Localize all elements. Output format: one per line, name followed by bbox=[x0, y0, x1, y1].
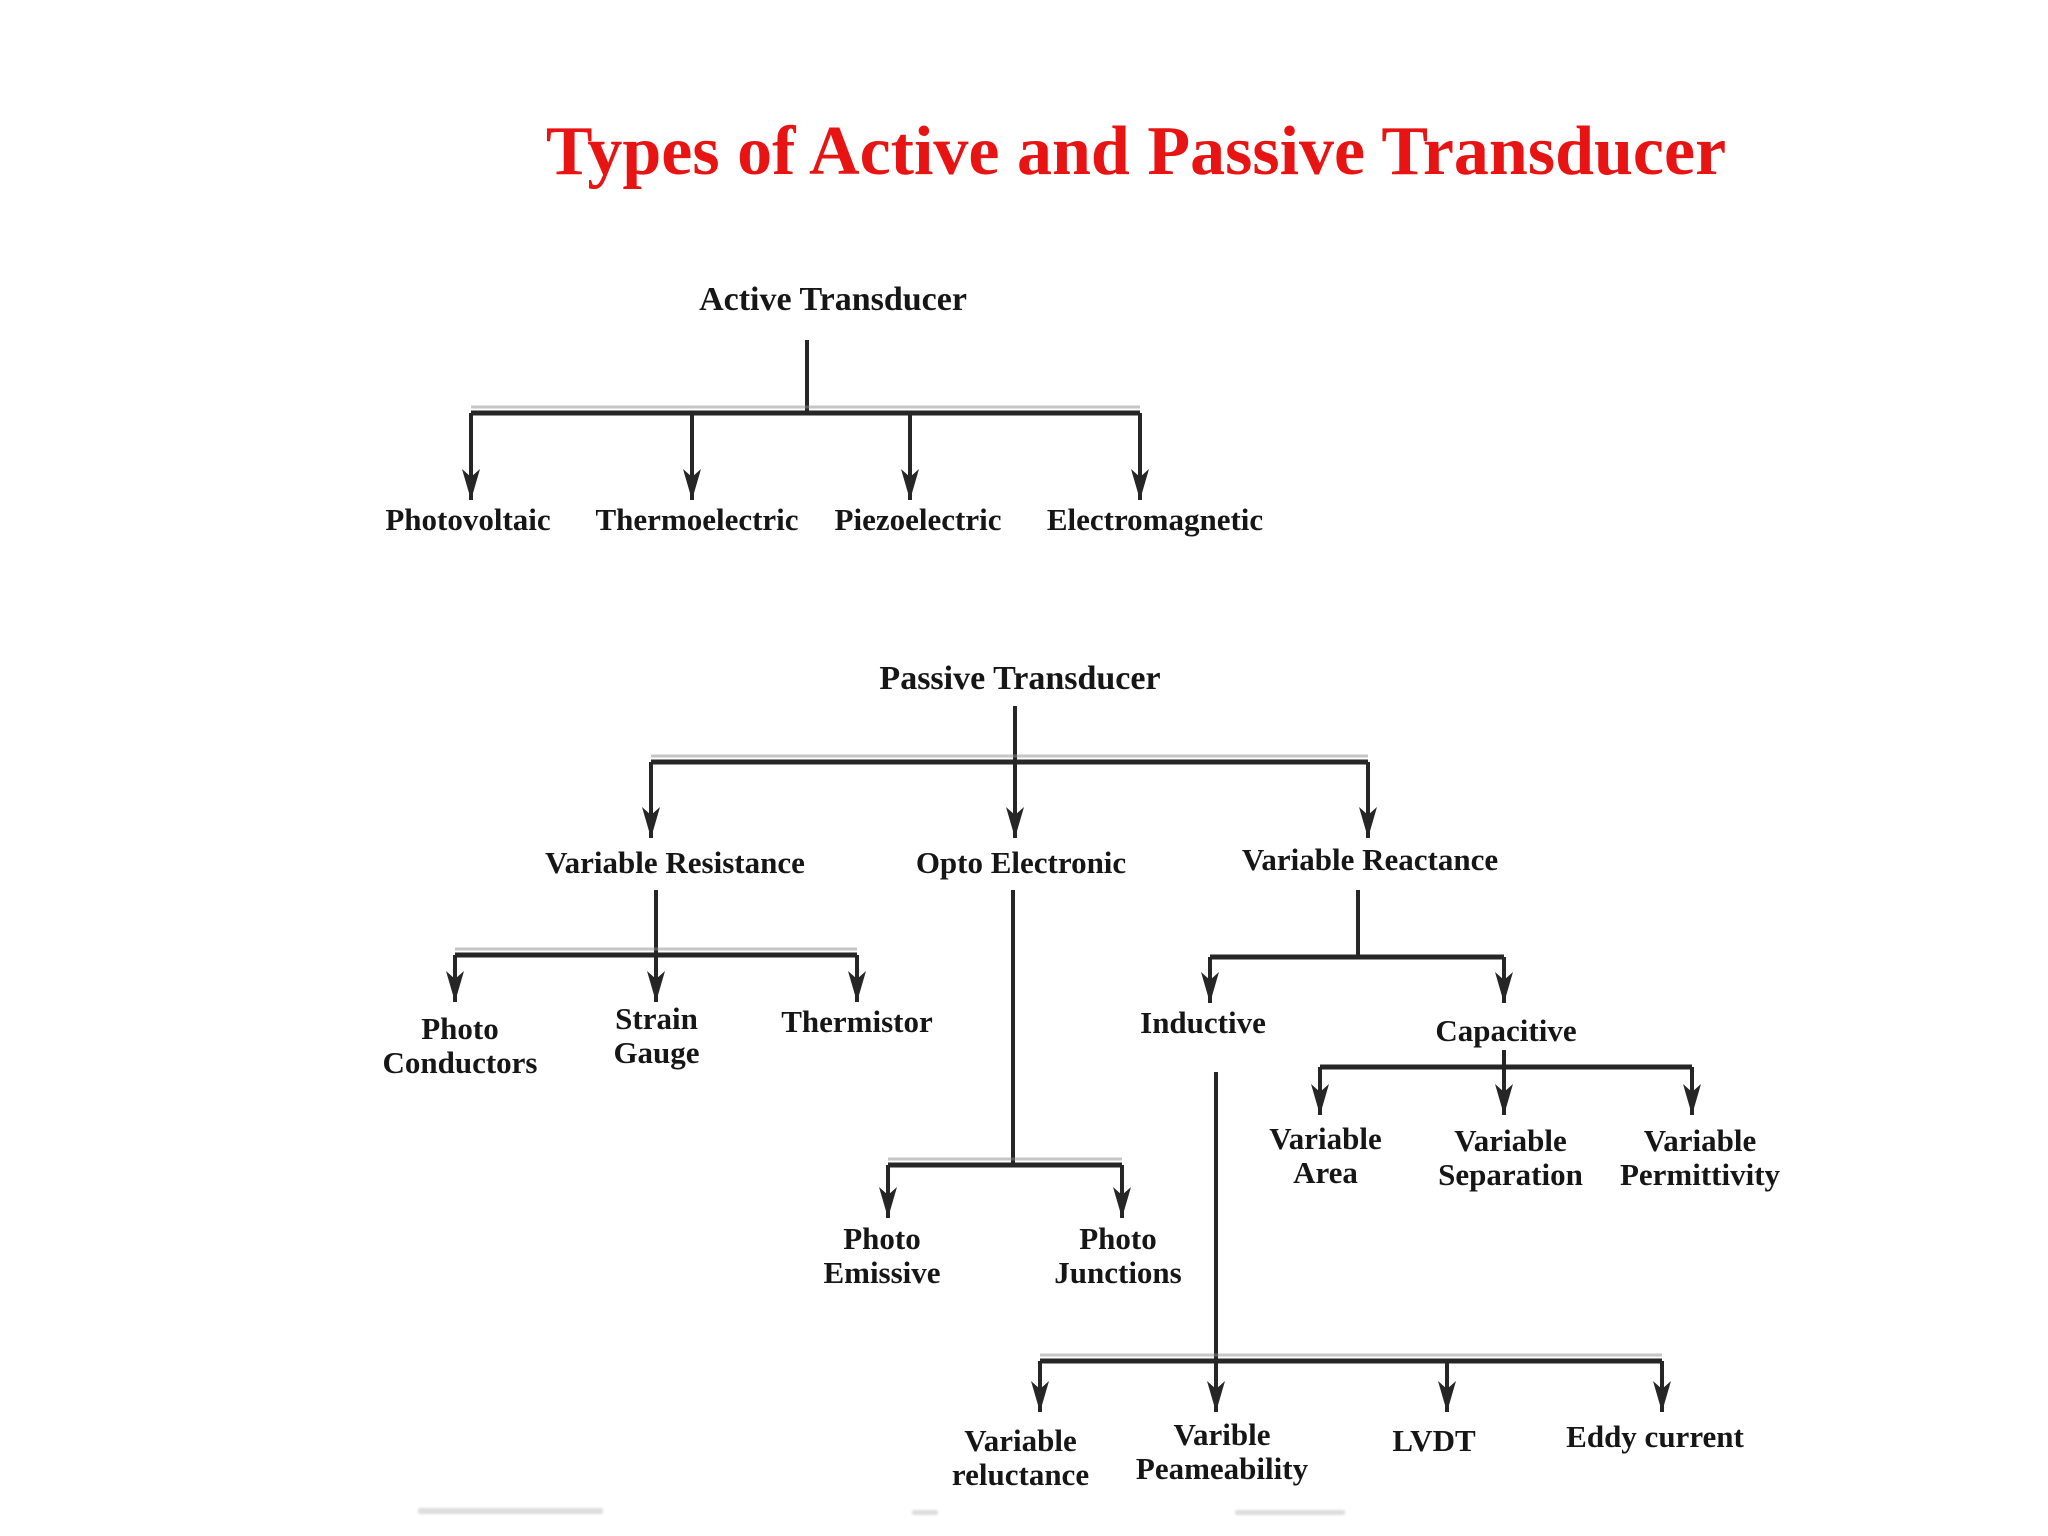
node-thermoelectric: Thermoelectric bbox=[595, 502, 799, 537]
node-capacitive: Capacitive bbox=[1435, 1013, 1577, 1048]
node-inductive: Inductive bbox=[1140, 1005, 1266, 1040]
passive-tree-lines bbox=[642, 706, 1377, 838]
node-variable-separation: Variable Separation bbox=[1438, 1123, 1583, 1192]
page-edge-artifact bbox=[418, 1508, 603, 1514]
node-photovoltaic: Photovoltaic bbox=[385, 502, 551, 537]
node-lvdt: LVDT bbox=[1392, 1423, 1476, 1458]
node-variable-permittivity: Variable Permittivity bbox=[1619, 1123, 1781, 1192]
inductive-lines bbox=[1031, 1072, 1671, 1412]
node-variable-resistance: Variable Resistance bbox=[545, 845, 805, 880]
node-variable-area: Variable Area bbox=[1269, 1121, 1382, 1190]
node-varible-peameability: Varible Peameability bbox=[1135, 1417, 1309, 1486]
page-edge-artifact bbox=[912, 1510, 938, 1515]
opto-electronic-lines bbox=[879, 890, 1131, 1218]
node-piezoelectric: Piezoelectric bbox=[834, 502, 1002, 537]
page-edge-artifact bbox=[1235, 1510, 1345, 1515]
node-photo-conductors: Photo Conductors bbox=[382, 1011, 538, 1080]
node-active-transducer: Active Transducer bbox=[699, 281, 967, 318]
active-tree-lines bbox=[462, 340, 1149, 500]
page-title: Types of Active and Passive Transducer bbox=[545, 113, 1727, 190]
node-strain-gauge: Strain Gauge bbox=[613, 1001, 700, 1070]
node-variable-reluctance: Variable reluctance bbox=[951, 1423, 1090, 1492]
node-variable-reactance: Variable Reactance bbox=[1241, 842, 1499, 877]
node-photo-emissive: Photo Emissive bbox=[823, 1221, 941, 1290]
node-opto-electronic: Opto Electronic bbox=[915, 845, 1127, 880]
node-thermistor: Thermistor bbox=[781, 1004, 933, 1039]
node-passive-transducer: Passive Transducer bbox=[879, 660, 1161, 697]
node-electromagnetic: Electromagnetic bbox=[1046, 502, 1264, 537]
node-photo-junctions: Photo Junctions bbox=[1054, 1221, 1182, 1290]
capacitive-lines bbox=[1311, 1050, 1701, 1115]
node-eddy-current: Eddy current bbox=[1566, 1419, 1744, 1454]
variable-resistance-lines bbox=[446, 890, 866, 1002]
variable-reactance-lines bbox=[1201, 890, 1513, 1003]
